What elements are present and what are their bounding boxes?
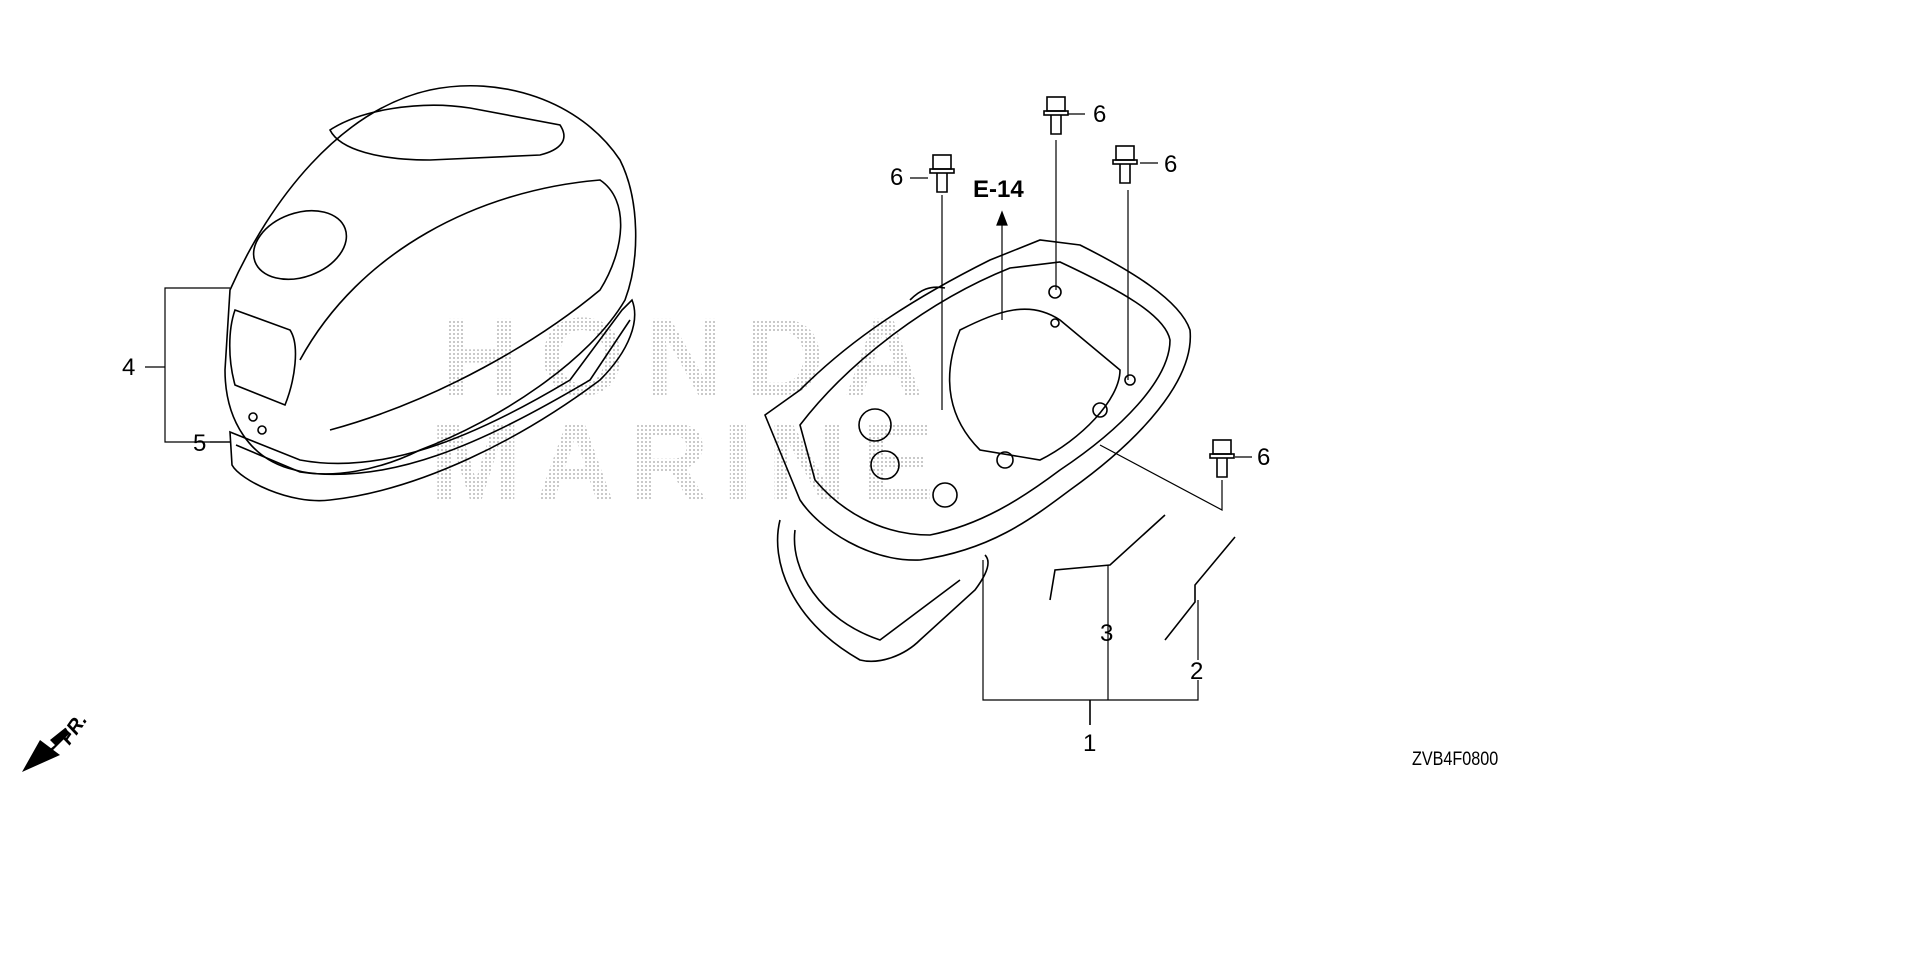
- leader-lines: [145, 113, 1252, 725]
- reference-e14[interactable]: E-14: [973, 176, 1024, 203]
- callout-6-c: 6: [1164, 151, 1178, 178]
- svg-text:MARINE: MARINE: [430, 401, 948, 524]
- callout-6-d: 6: [1257, 444, 1271, 471]
- callout-3: 3: [1100, 620, 1114, 647]
- callout-1: 1: [1083, 730, 1097, 757]
- callout-5: 5: [193, 430, 207, 457]
- callout-2: 2: [1190, 658, 1204, 685]
- front-arrow-icon: [25, 728, 70, 770]
- under-case-part-1: [764, 239, 1192, 663]
- bolt-icons: [929, 96, 1235, 478]
- wire-part-3: [1049, 514, 1166, 601]
- figure-code: ZVB4F0800: [1412, 749, 1499, 770]
- wire-part-2: [1164, 536, 1236, 641]
- callout-6-a: 6: [1093, 101, 1107, 128]
- seal-part-5: [229, 298, 636, 502]
- callout-4: 4: [122, 354, 136, 381]
- callout-6-b: 6: [890, 164, 904, 191]
